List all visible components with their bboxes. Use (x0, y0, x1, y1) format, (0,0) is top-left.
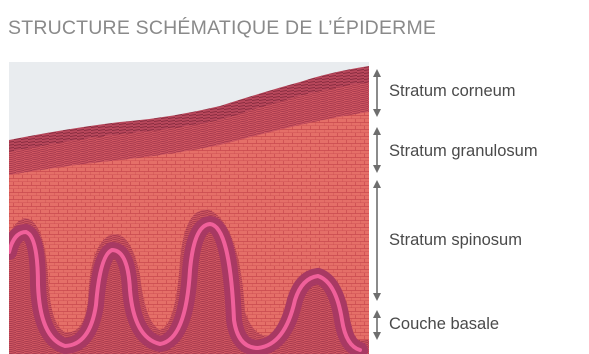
arrow-stratum-corneum (373, 69, 381, 117)
label-stratum-corneum: Stratum corneum (389, 82, 516, 101)
label-stratum-spinosum: Stratum spinosum (389, 231, 522, 250)
arrow-couche-basale (373, 310, 381, 340)
layer-arrows (373, 69, 381, 340)
arrow-stratum-granulosum (373, 127, 381, 173)
label-couche-basale: Couche basale (389, 315, 499, 334)
arrow-stratum-spinosum (373, 180, 381, 301)
label-stratum-granulosum: Stratum granulosum (389, 142, 538, 161)
